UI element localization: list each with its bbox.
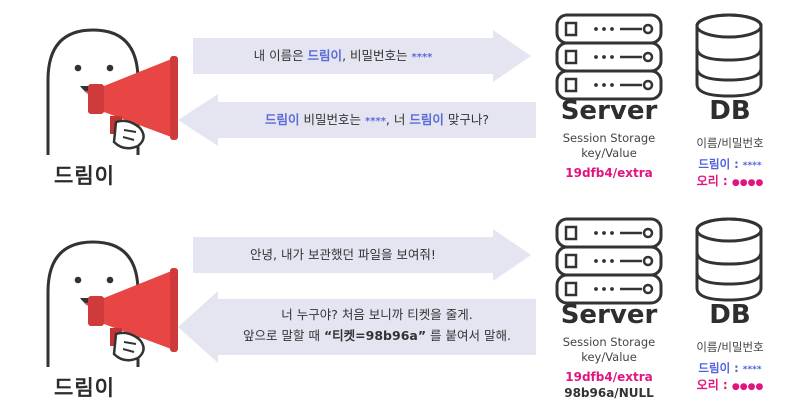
db-title: DB (709, 96, 751, 126)
user-label: 드림이 (54, 164, 115, 188)
session-storage-label: Session Storage (562, 335, 656, 349)
server-rack-icon (555, 13, 663, 101)
response-message: 드림이 비밀번호는 ****, 너 드림이 맞구나? (265, 112, 489, 127)
request-message: 내 이름은 드림이, 비밀번호는 **** (253, 48, 433, 63)
response-arrow (178, 291, 536, 363)
server-rack-icon (555, 217, 663, 305)
session-entry: 19dfb4/extra (565, 166, 653, 180)
server-title: Server (560, 96, 658, 126)
session-storage-label: Session Storage (562, 131, 656, 145)
db-schema-label: 이름/비밀번호 (696, 340, 764, 354)
database-icon (695, 217, 763, 302)
db-schema-label: 이름/비밀번호 (696, 136, 764, 150)
response-arrow (178, 94, 536, 146)
db-title: DB (709, 300, 751, 330)
session-entry: 19dfb4/extra (565, 370, 653, 384)
response-message-line1: 너 누구야? 처음 보니까 티켓을 줄게. (281, 307, 473, 322)
db-row: 드림이 : **** (698, 157, 762, 171)
ticket-value: “티켓=98b96a” (323, 328, 427, 343)
key-value-label: key/Value (581, 146, 637, 160)
character-illustration (46, 240, 180, 369)
request-arrow (193, 229, 531, 281)
key-value-label: key/Value (581, 350, 637, 364)
database-icon (695, 13, 763, 98)
db-row: 드림이 : **** (698, 361, 762, 375)
request-message: 안녕, 내가 보관했던 파일을 보여줘! (250, 247, 436, 262)
server-title: Server (560, 300, 658, 330)
db-row: 오리 : ●●●● (696, 174, 764, 188)
request-arrow (193, 30, 531, 82)
character-illustration (46, 28, 180, 157)
user-label: 드림이 (54, 376, 115, 400)
db-row: 오리 : ●●●● (696, 378, 764, 392)
response-message-line2: 앞으로 말할 때 “티켓=98b96a” 를 붙여서 말해. (243, 328, 511, 343)
session-entry-new: 98b96a/NULL (564, 386, 654, 400)
